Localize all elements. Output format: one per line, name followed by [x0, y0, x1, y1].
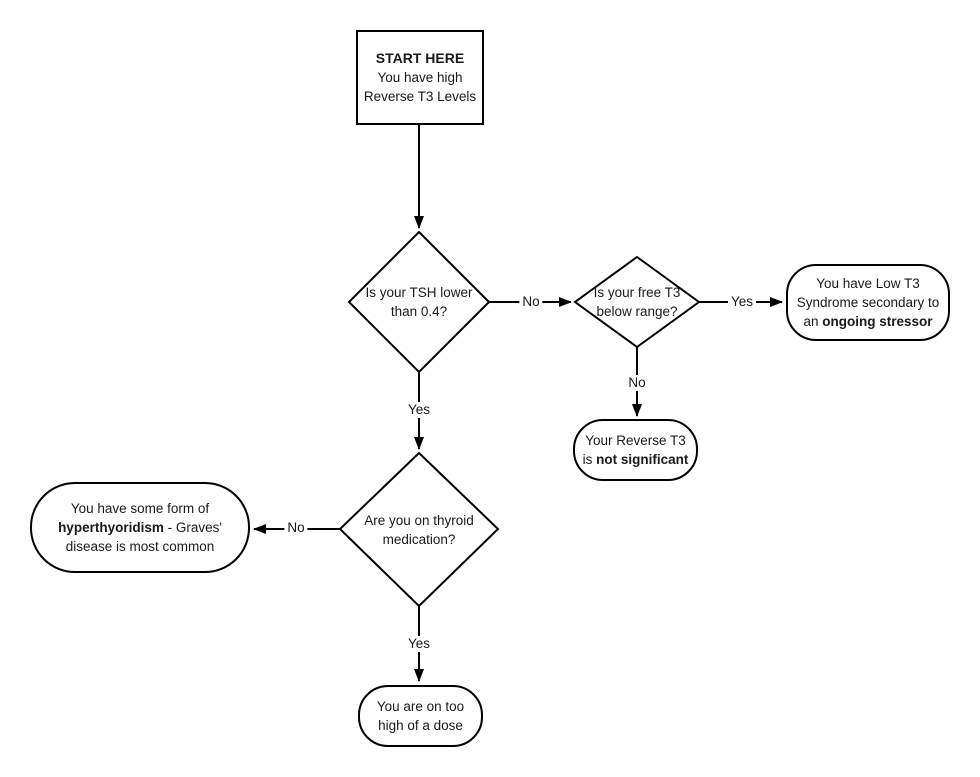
medication-decision-diamond — [338, 451, 500, 608]
free-t3-decision-diamond — [573, 255, 701, 349]
edge-label-tsh-yes: Yes — [404, 402, 434, 418]
start-node-heading: START HERE — [375, 50, 465, 66]
edge-label-medication-no: No — [284, 520, 308, 536]
edge-label-tsh-no: No — [519, 294, 543, 310]
start-node-line1: You have high — [377, 70, 463, 85]
hyperthyroid-line2: hyperthyoridism - Graves' — [58, 520, 222, 535]
hyperthyroid-outcome-node: You have some form of hyperthyoridism - … — [30, 482, 250, 573]
free-t3-decision-line1: Is your free T3 — [593, 285, 681, 300]
reverse-t3-line1: Your Reverse T3 — [585, 433, 686, 448]
edge-label-free-t3-yes: Yes — [727, 294, 757, 310]
hyperthyroid-line1: You have some form of — [70, 501, 210, 516]
free-t3-decision-line2: below range? — [596, 304, 678, 319]
edge-label-free-t3-no: No — [625, 375, 649, 391]
tsh-decision-text: Is your TSH lower than 0.4? — [365, 283, 472, 321]
edge-label-medication-yes: Yes — [404, 636, 434, 652]
medication-decision-text: Are you on thyroid medication? — [364, 511, 474, 549]
medication-decision-line1: Are you on thyroid — [364, 513, 474, 528]
low-t3-outcome-node: You have Low T3 Syndrome secondary to an… — [786, 264, 950, 341]
start-node: START HERE You have high Reverse T3 Leve… — [356, 30, 484, 125]
low-t3-line2: Syndrome secondary to — [796, 295, 940, 310]
tsh-decision-diamond — [347, 230, 491, 374]
tsh-decision-line2: than 0.4? — [390, 304, 448, 319]
reverse-t3-line2: is not significant — [582, 452, 689, 467]
start-node-line2: Reverse T3 Levels — [363, 89, 477, 104]
low-t3-line1: You have Low T3 — [816, 276, 920, 291]
dose-line1: You are on too — [376, 699, 465, 714]
free-t3-decision-text: Is your free T3 below range? — [594, 283, 681, 321]
hyperthyroid-line3: disease is most common — [65, 539, 215, 554]
medication-decision-line2: medication? — [382, 532, 456, 547]
tsh-decision-line1: Is your TSH lower — [365, 285, 473, 300]
reverse-t3-outcome-node: Your Reverse T3 is not significant — [573, 419, 698, 481]
low-t3-line3: an ongoing stressor — [803, 314, 933, 329]
dose-line2: high of a dose — [378, 718, 463, 733]
dose-outcome-node: You are on too high of a dose — [358, 685, 483, 747]
